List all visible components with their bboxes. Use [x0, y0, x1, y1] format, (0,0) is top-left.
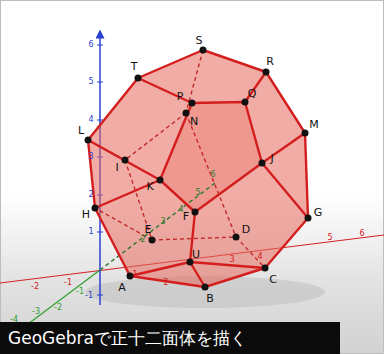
axis-number: 5	[195, 189, 200, 197]
vertex-label: E	[145, 224, 152, 235]
axis-number: 2	[88, 191, 93, 199]
dodecahedron-body	[88, 50, 308, 287]
vertex-label: A	[118, 282, 126, 293]
axis-number: -1	[64, 279, 72, 287]
vertex-label: D	[242, 224, 250, 235]
axis-number: -3	[32, 308, 40, 316]
axis-number: 1	[88, 228, 93, 236]
vertex-label: U	[192, 249, 200, 260]
axis-number: 5	[327, 234, 332, 242]
vertex-label: G	[314, 207, 323, 218]
axis-number: -2	[31, 283, 39, 291]
vertex-label: J	[270, 153, 273, 164]
vertex-label: C	[269, 274, 277, 285]
vertex-label: N	[190, 116, 198, 127]
axis-number: 4	[88, 116, 93, 124]
axis-number: -1	[85, 292, 93, 300]
axis-number: -1	[76, 288, 84, 296]
visible-edges	[88, 50, 308, 287]
vertex-label: M	[309, 119, 319, 130]
axis-number: 2	[140, 236, 145, 244]
axis-number: 4	[178, 206, 183, 214]
vertex-label: H	[82, 209, 90, 220]
vertex-label: R	[266, 56, 274, 67]
vertex-label: Q	[248, 88, 257, 99]
vertex-label: T	[131, 61, 138, 72]
vertex-label: L	[78, 125, 84, 136]
caption: GeoGebraで正十二面体を描く	[0, 327, 255, 350]
axis-number: 1	[132, 271, 137, 279]
axis-number: 5	[88, 78, 93, 86]
axis-number: 6	[359, 230, 364, 238]
axis-number: 4	[257, 253, 262, 261]
caption-banner: GeoGebraで正十二面体を描く	[0, 322, 340, 354]
axis-number: 6	[210, 171, 215, 179]
vertex-label: I	[115, 162, 118, 173]
vertex-label: P	[177, 91, 184, 102]
axis-number: 3	[88, 153, 93, 161]
hidden-edges	[88, 50, 265, 270]
axis-number: 2	[163, 279, 168, 287]
front-face	[160, 102, 262, 212]
axis-number: -2	[54, 304, 62, 312]
vertex-label: F	[183, 211, 189, 222]
axis-number: 6	[88, 41, 93, 49]
axis-number: 3	[229, 256, 234, 264]
vertex-dots	[85, 47, 312, 291]
axis-number: 3	[160, 218, 165, 226]
vertex-label: K	[146, 181, 153, 192]
vertex-label: B	[206, 293, 214, 304]
vertex-label: S	[196, 35, 203, 46]
axis-number: -4	[10, 316, 18, 324]
